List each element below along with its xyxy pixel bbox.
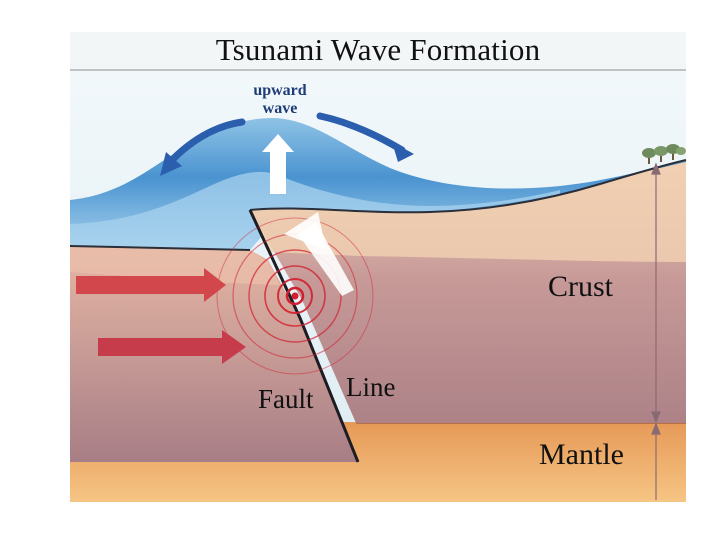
crust-left-top-band (70, 246, 280, 285)
crust-upper-band (250, 160, 686, 262)
crust-label: Crust (548, 270, 614, 303)
plate-push-arrow-upper (76, 268, 226, 302)
fault-label: Fault (258, 384, 314, 414)
line-label: Line (346, 372, 396, 402)
upward-label-line2: wave (262, 100, 298, 117)
uplift-arrow-head (284, 212, 326, 250)
mantle-label: Mantle (539, 438, 624, 471)
seafloor-line (69, 159, 687, 251)
title-band (70, 32, 686, 70)
diagram-title: Tsunami Wave Formation (215, 32, 541, 67)
upward-label-line1: upward (253, 82, 307, 99)
fault-line-upper (249, 209, 269, 251)
double-headed-arrow-icon (651, 162, 661, 500)
wave-arrow-left-head (160, 152, 182, 176)
plate-push-arrow-lower (98, 330, 246, 364)
wave-arrow-right-head (392, 142, 414, 162)
ocean-light-band (70, 171, 560, 250)
trees-icon (642, 144, 686, 164)
upward-wave-arrow (262, 134, 294, 194)
upward-wave-label: upward wave (247, 82, 313, 118)
